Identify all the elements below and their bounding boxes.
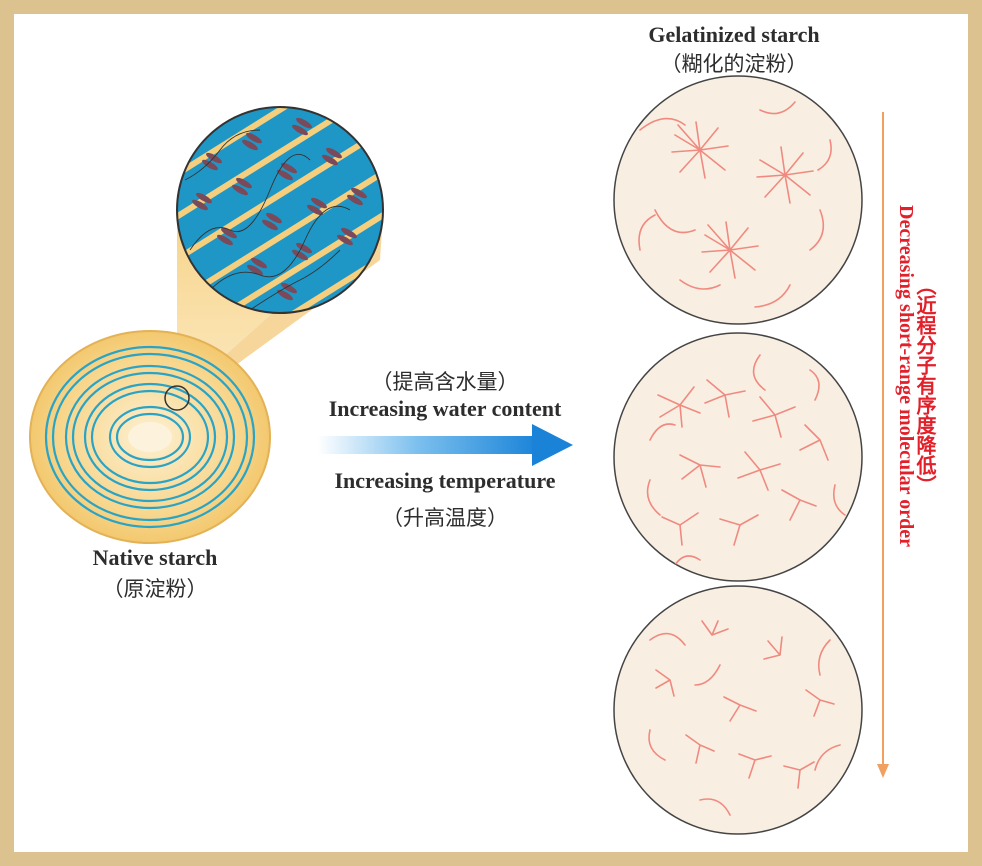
native-title: Native starch <box>92 545 218 570</box>
gelatinized-title-block: Gelatinized starch （糊化的淀粉） <box>600 22 868 78</box>
gelatinized-circle-3 <box>613 585 863 835</box>
order-axis-label: Decreasing short-range molecular order （… <box>893 205 937 695</box>
water-label-cn: （提高含水量） <box>371 370 519 394</box>
magnified-region-marker <box>164 385 190 411</box>
gelatinized-subtitle: （糊化的淀粉） <box>660 52 808 76</box>
native-subtitle: （原淀粉） <box>102 577 208 601</box>
order-arrow <box>877 112 889 778</box>
process-arrow <box>318 424 573 466</box>
order-axis-label-cn: （近程分子有序度降低） <box>913 275 935 495</box>
gelatinized-circle-1 <box>613 75 863 325</box>
order-axis-label-en: Decreasing short-range molecular order <box>895 205 917 547</box>
temp-label-en: Increasing temperature <box>334 468 556 493</box>
temp-label-cn: （升高温度） <box>382 506 508 530</box>
water-label-en: Increasing water content <box>328 396 562 421</box>
native-title-block: Native starch （原淀粉） <box>50 545 260 603</box>
gelatinized-circle-2 <box>613 332 863 582</box>
gelatinized-title: Gelatinized starch <box>648 22 820 47</box>
native-granule <box>29 330 271 544</box>
